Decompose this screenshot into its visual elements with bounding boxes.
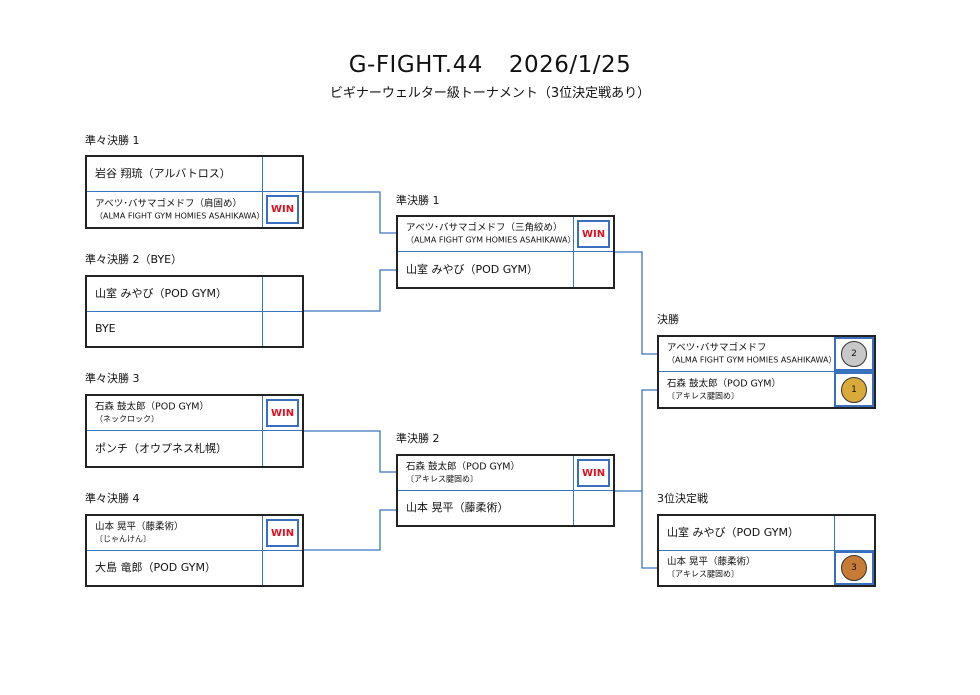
competitor-name: ポンチ（オウプネス札幌）: [95, 441, 227, 455]
match-qf4: 山本 晃平（藤柔術）〔じゃんけん〕 WIN 大島 竜郎（POD GYM）: [85, 514, 304, 587]
competitor-slot: 山本 晃平（藤柔術）: [398, 491, 613, 525]
competitor-slot: アベツ･バサマゴメドフ（三角絞め）（ALMA FIGHT GYM HOMIES …: [398, 217, 613, 252]
result-slot: [573, 252, 613, 287]
competitor-slot: アベツ･バサマゴメドフ（肩固め） （ALMA FIGHT GYM HOMIES A…: [87, 192, 302, 227]
connector-qf3-qf4-sf2: [303, 430, 396, 551]
win-badge: WIN: [577, 220, 610, 248]
round-label-third: 3位決定戦: [657, 492, 708, 505]
competitor-slot: 大島 竜郎（POD GYM）: [87, 551, 302, 585]
connector-qf1-qf2-sf1: [303, 191, 396, 312]
result-slot: WIN: [262, 192, 302, 227]
competitor-slot: アベツ･バサマゴメドフ（ALMA FIGHT GYM HOMIES ASAHIK…: [659, 337, 874, 372]
result-slot: [262, 157, 302, 191]
connector-sf2-third: [641, 491, 657, 569]
result-slot: [262, 277, 302, 311]
competitor-technique: 〔アキレス腱固め〕: [406, 474, 478, 484]
competitor-name: 大島 竜郎（POD GYM）: [95, 561, 216, 574]
competitor-slot: 山室 みやび（POD GYM）: [87, 277, 302, 312]
connector-sf2-final: [614, 389, 657, 492]
event-title: G-FIGHT.44 2026/1/25: [0, 52, 980, 78]
match-third-place: 山室 みやび（POD GYM） 山本 晃平（藤柔術）〔アキレス腱固め〕 3: [657, 514, 876, 587]
competitor-name: 山本 晃平（藤柔術）〔アキレス腱固め〕: [667, 557, 756, 580]
competitor-name: 山室 みやび（POD GYM）: [95, 287, 227, 300]
competitor-name: アベツ･バサマゴメドフ（ALMA FIGHT GYM HOMIES ASAHIK…: [667, 343, 836, 366]
competitor-name: BYE: [95, 322, 116, 335]
competitor-slot: BYE: [87, 312, 302, 346]
competitor-slot: 山室 みやび（POD GYM）: [398, 252, 613, 287]
win-badge: WIN: [266, 195, 299, 224]
competitor-line: アベツ･バサマゴメドフ（三角絞め）: [406, 222, 563, 234]
match-qf2: 山室 みやび（POD GYM） BYE: [85, 275, 304, 348]
silver-medal-icon: 2: [841, 341, 867, 367]
placement-slot: 3: [834, 551, 874, 585]
match-sf2: 石森 鼓太郎（POD GYM）〔アキレス腱固め〕 WIN 山本 晃平（藤柔術）: [396, 454, 615, 527]
round-label-sf1: 準決勝 1: [396, 194, 440, 207]
competitor-slot: 山本 晃平（藤柔術）〔アキレス腱固め〕 3: [659, 551, 874, 585]
result-slot: [262, 431, 302, 466]
result-slot: WIN: [262, 396, 302, 430]
result-slot: [262, 312, 302, 346]
competitor-name: 山本 晃平（藤柔術）〔じゃんけん〕: [95, 522, 184, 545]
win-badge: WIN: [266, 399, 299, 427]
win-badge: WIN: [577, 459, 610, 487]
placement-slot: 2: [834, 337, 874, 371]
round-label-qf2: 準々決勝 2（BYE）: [85, 253, 183, 266]
round-label-qf3: 準々決勝 3: [85, 372, 140, 385]
round-label-final: 決勝: [657, 313, 679, 326]
tournament-subtitle: ビギナーウェルター級トーナメント（3位決定戦あり）: [329, 86, 651, 101]
event-date: 2026/1/25: [508, 52, 632, 78]
competitor-technique: 〔アキレス腱固め〕: [667, 391, 739, 400]
competitor-team: （ALMA FIGHT GYM HOMIES ASAHIKAWA）: [406, 235, 576, 245]
match-final: アベツ･バサマゴメドフ（ALMA FIGHT GYM HOMIES ASAHIK…: [657, 335, 876, 409]
competitor-line: 石森 鼓太郎（POD GYM）: [95, 401, 209, 413]
gold-medal-icon: 1: [841, 376, 867, 403]
competitor-name: 山本 晃平（藤柔術）: [406, 501, 509, 514]
competitor-slot: 石森 鼓太郎（POD GYM） 〔アキレス腱固め〕 1: [659, 372, 874, 407]
competitor-name: 山室 みやび（POD GYM）: [667, 526, 799, 539]
competitor-slot: 山室 みやび（POD GYM）: [659, 516, 874, 551]
competitor-slot: 石森 鼓太郎（POD GYM）（ネックロック） WIN: [87, 396, 302, 431]
competitor-line: アベツ･バサマゴメドフ: [667, 342, 767, 354]
competitor-technique: 〔アキレス腱固め〕: [667, 569, 739, 579]
result-slot: WIN: [573, 217, 613, 251]
round-label-qf4: 準々決勝 4: [85, 492, 140, 505]
bronze-medal-icon: 3: [841, 555, 867, 581]
result-slot: [573, 491, 613, 525]
connector-sf1-final: [614, 251, 657, 355]
match-qf1: 岩谷 翔琉（アルバトロス） アベツ･バサマゴメドフ（肩固め） （ALMA FIGH…: [85, 155, 304, 229]
competitor-line: 山本 晃平（藤柔術）: [95, 521, 184, 533]
competitor-line: アベツ･バサマゴメドフ（肩固め）: [95, 198, 243, 209]
competitor-name: アベツ･バサマゴメドフ（三角絞め）（ALMA FIGHT GYM HOMIES …: [406, 223, 575, 246]
competitor-line: 山本 晃平（藤柔術）: [667, 556, 756, 568]
match-sf1: アベツ･バサマゴメドフ（三角絞め）（ALMA FIGHT GYM HOMIES …: [396, 215, 615, 289]
placement-slot: 1: [834, 372, 874, 407]
result-slot: WIN: [262, 516, 302, 550]
result-slot: WIN: [573, 456, 613, 490]
competitor-slot: 岩谷 翔琉（アルバトロス）: [87, 157, 302, 192]
result-slot: [262, 551, 302, 585]
competitor-line: 石森 鼓太郎（POD GYM）: [406, 461, 520, 473]
competitor-name: 岩谷 翔琉（アルバトロス）: [95, 167, 231, 180]
competitor-name: 石森 鼓太郎（POD GYM） 〔アキレス腱固め〕: [667, 378, 781, 401]
round-label-qf1: 準々決勝 1: [85, 134, 140, 147]
placement-slot: [834, 516, 874, 550]
competitor-line: 石森 鼓太郎（POD GYM）: [667, 378, 781, 389]
competitor-technique: （ネックロック）: [95, 414, 159, 424]
competitor-slot: 石森 鼓太郎（POD GYM）〔アキレス腱固め〕 WIN: [398, 456, 613, 491]
competitor-name: 石森 鼓太郎（POD GYM）（ネックロック）: [95, 402, 209, 425]
competitor-team: （ALMA FIGHT GYM HOMIES ASAHIKAWA）: [667, 355, 837, 365]
match-qf3: 石森 鼓太郎（POD GYM）（ネックロック） WIN ポンチ（オウプネス札幌）: [85, 394, 304, 468]
round-label-sf2: 準決勝 2: [396, 432, 440, 445]
competitor-slot: ポンチ（オウプネス札幌）: [87, 431, 302, 466]
competitor-name: 石森 鼓太郎（POD GYM）〔アキレス腱固め〕: [406, 462, 520, 485]
competitor-slot: 山本 晃平（藤柔術）〔じゃんけん〕 WIN: [87, 516, 302, 551]
win-badge: WIN: [266, 519, 299, 547]
event-name: G-FIGHT.44: [348, 52, 483, 78]
competitor-team: （ALMA FIGHT GYM HOMIES ASAHIKAWA）: [95, 211, 265, 220]
competitor-technique: 〔じゃんけん〕: [95, 534, 151, 544]
competitor-name: アベツ･バサマゴメドフ（肩固め） （ALMA FIGHT GYM HOMIES A…: [95, 198, 264, 221]
competitor-name: 山室 みやび（POD GYM）: [406, 262, 538, 276]
